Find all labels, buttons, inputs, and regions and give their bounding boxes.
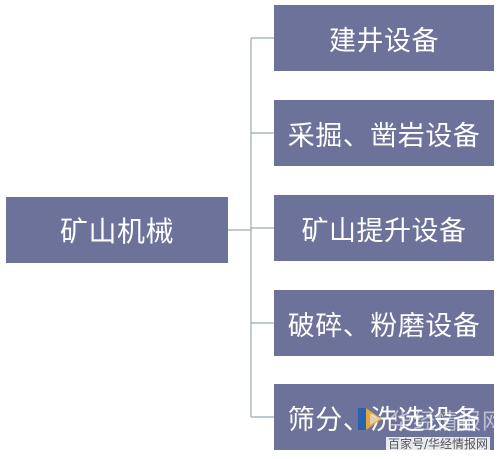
root-node: 矿山机械 [6,197,228,263]
child-node-label: 矿山提升设备 [301,215,467,247]
child-node-crushing-grinding: 破碎、粉磨设备 [274,290,494,356]
child-node-label: 建井设备 [329,25,439,57]
child-node-well-construction: 建井设备 [274,5,494,71]
child-node-label: 采掘、凿岩设备 [287,120,481,152]
child-node-label: 筛分、洗选设备 [287,404,481,436]
watermark-logo-icon [358,408,382,430]
child-node-hoisting: 矿山提升设备 [274,195,494,261]
watermark-source: 百家号/华经情报网 [386,437,491,452]
root-node-label: 矿山机械 [59,215,174,248]
child-node-label: 破碎、粉磨设备 [287,310,481,342]
watermark-brand: 华经情报网 [390,410,504,435]
child-node-excavation-drilling: 采掘、凿岩设备 [274,100,494,166]
watermark: 华经情报网 百家号/华经情报网 [356,404,504,454]
